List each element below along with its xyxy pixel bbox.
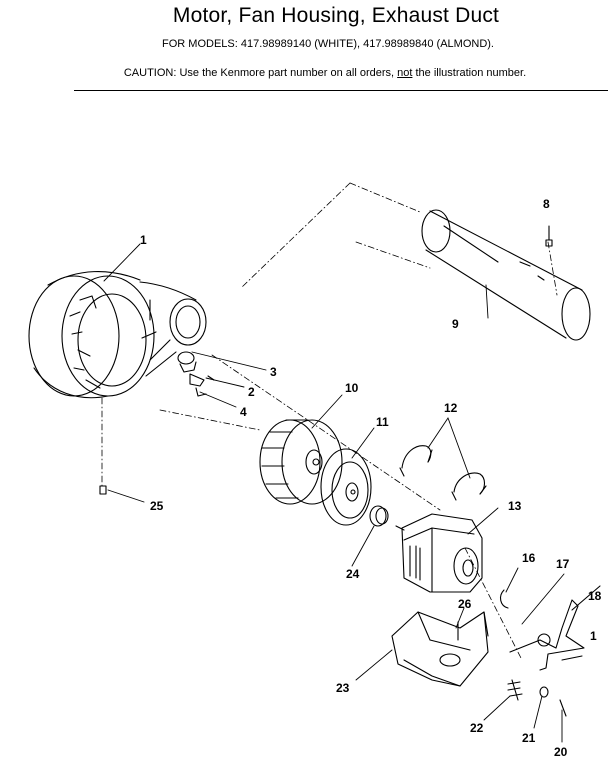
callout-labels: 1 2 3 4 8 9 10 11 12 13 16 17 18 1 20 21…	[140, 197, 602, 759]
motor-part	[395, 513, 483, 593]
spring-clip-part	[499, 589, 509, 609]
fan-housing-part	[28, 271, 207, 399]
callout-25: 25	[150, 499, 164, 513]
assembly-lines	[101, 182, 558, 661]
screw-part	[545, 225, 553, 247]
callout-17: 17	[556, 557, 570, 571]
motor-mount-part	[391, 611, 489, 687]
small-hardware-part	[507, 655, 583, 717]
callout-9: 9	[452, 317, 459, 331]
callout-23: 23	[336, 681, 350, 695]
callout-24: 24	[346, 567, 360, 581]
caution-text-end: the illustration number.	[412, 67, 527, 79]
caution-not: not	[397, 67, 413, 79]
caution-text: CAUTION: Use the Kenmore part number on …	[123, 67, 398, 79]
callout-8: 8	[543, 197, 550, 211]
page-title: Motor, Fan Housing, Exhaust Duct	[172, 4, 500, 27]
motor-clamps-part	[399, 445, 487, 501]
callout-26: 26	[458, 597, 472, 611]
callout-12: 12	[444, 401, 458, 415]
callout-18: 18	[588, 589, 602, 603]
callout-3: 3	[270, 365, 277, 379]
models-line: FOR MODELS: 417.98989140 (WHITE), 417.98…	[162, 38, 494, 50]
caution-line: CAUTION: Use the Kenmore part number on …	[0, 67, 608, 79]
callout-11: 11	[376, 415, 389, 429]
housing-screw-part	[99, 485, 107, 495]
washer-part	[369, 505, 389, 527]
callout-10: 10	[345, 381, 359, 395]
callout-1: 1	[140, 233, 147, 247]
pulley-part	[320, 448, 372, 526]
page-header: Motor, Fan Housing, Exhaust Duct FOR MOD…	[0, 0, 608, 92]
callout-22: 22	[470, 721, 484, 735]
callout-4: 4	[240, 405, 247, 419]
callout-19: 1	[590, 629, 597, 643]
leader-lines	[103, 243, 565, 743]
idler-arm-part	[509, 585, 601, 671]
callout-13: 13	[508, 499, 522, 513]
callout-16: 16	[522, 551, 536, 565]
callout-21: 21	[522, 731, 536, 745]
thermostat-part	[177, 351, 215, 397]
callout-2: 2	[248, 385, 255, 399]
blower-wheel-part	[259, 419, 343, 505]
exhaust-duct-part	[421, 209, 591, 341]
callout-20: 20	[554, 745, 568, 759]
header-rule	[74, 90, 608, 91]
